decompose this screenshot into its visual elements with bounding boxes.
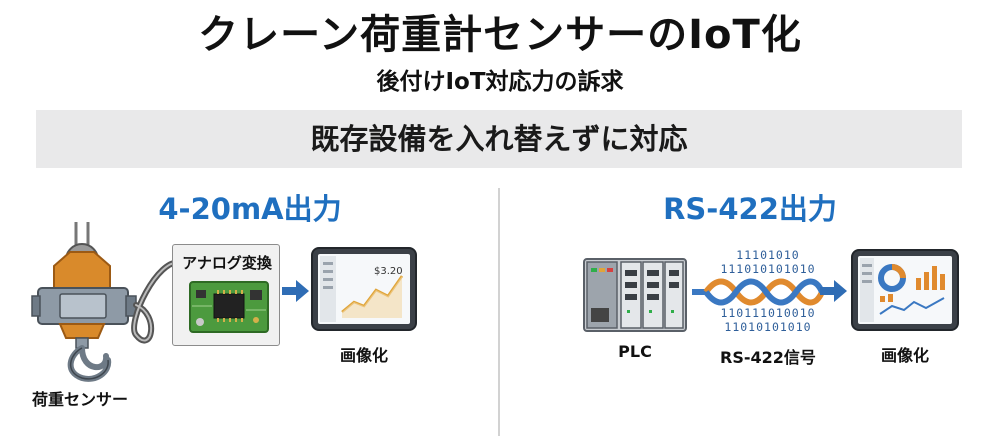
plc-label: PLC: [618, 342, 652, 361]
circuit-board-icon: [189, 281, 269, 333]
arrow-right-icon: [282, 280, 309, 302]
left-output-label: 画像化: [339, 346, 388, 365]
monitor-chart-icon: [311, 247, 417, 331]
page-title: クレーン荷重計センサーのIoT化: [198, 12, 802, 58]
bits-top-2: 111010101010: [720, 262, 816, 276]
section-title-4-20ma: 4-20mA出力: [158, 192, 342, 226]
signal-label: RS-422信号: [720, 348, 816, 367]
converter-label: アナログ変換: [182, 254, 272, 272]
section-title-rs422: RS-422出力: [663, 192, 837, 226]
plc-icon: [583, 258, 687, 332]
sensor-label: 荷重センサー: [31, 390, 128, 409]
section-divider: [498, 188, 500, 436]
banner: 既存設備を入れ替えずに対応: [36, 110, 962, 168]
bits-top-1: 11101010: [736, 248, 800, 262]
right-output-label: 画像化: [880, 346, 929, 365]
bits-bottom-2: 11010101010: [724, 320, 812, 334]
banner-text: 既存設備を入れ替えずに対応: [310, 122, 688, 156]
load-sensor-icon: [31, 222, 137, 382]
monitor-dashboard-icon: [851, 249, 959, 331]
screen-value: $3.20: [374, 266, 403, 277]
page-subtitle: 後付けIoT対応力の訴求: [376, 69, 624, 95]
arrow-right-icon: [820, 280, 847, 302]
bits-bottom-1: 110111010010: [720, 306, 816, 320]
